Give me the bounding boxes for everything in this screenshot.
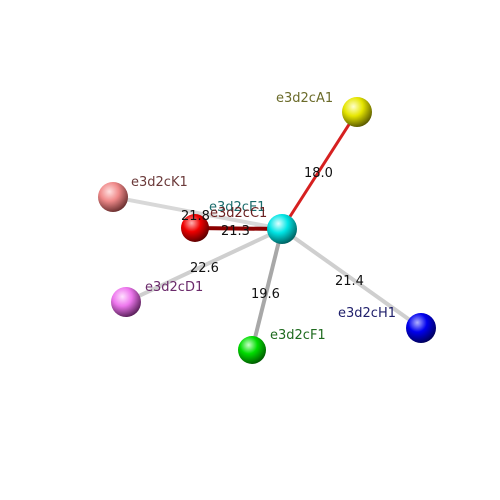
node-label-H1: e3d2cH1: [338, 306, 396, 321]
bond-A1: [280, 111, 359, 230]
atom-sphere-F1[interactable]: [238, 336, 266, 364]
node-labels: e3d2cA1 e3d2cK1 e3d2cE1 e3d2cC1 e3d2cD1 …: [131, 91, 396, 343]
node-label-C1: e3d2cC1: [210, 206, 267, 221]
atom-sphere-D1[interactable]: [111, 287, 141, 317]
atom-sphere-H1[interactable]: [406, 313, 436, 343]
atoms: [98, 97, 436, 364]
distance-label-H1: 21.4: [335, 274, 364, 289]
distance-label-K1: 21.8: [181, 209, 210, 224]
distance-labels: 18.0 21.8 21.3 22.6 19.6 21.4: [181, 166, 364, 302]
node-label-K1: e3d2cK1: [131, 175, 188, 190]
atom-sphere-center[interactable]: [267, 214, 297, 244]
atom-sphere-K1[interactable]: [98, 182, 128, 212]
atom-sphere-C1[interactable]: [181, 214, 209, 242]
node-label-F1: e3d2cF1: [270, 328, 326, 343]
bond-D1: [125, 227, 283, 304]
bond-K1: [112, 195, 283, 231]
distance-label-A1: 18.0: [304, 166, 333, 181]
bond-F1: [250, 228, 284, 351]
atom-sphere-A1[interactable]: [342, 97, 372, 127]
node-label-center: e3d2cE1: [209, 200, 265, 215]
node-label-D1: e3d2cD1: [145, 280, 203, 295]
distance-label-F1: 19.6: [251, 287, 280, 302]
bond-H1: [280, 227, 423, 330]
node-label-A1: e3d2cA1: [276, 91, 333, 106]
distance-label-C1: 21.3: [221, 224, 250, 239]
distance-label-D1: 22.6: [190, 261, 219, 276]
